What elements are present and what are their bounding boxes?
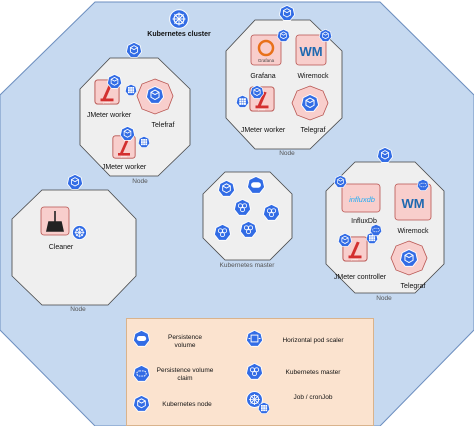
- legend-persistence-volume-claim: Persistence volume claim: [156, 367, 214, 383]
- pod-label-jmeter-worker-3: JMeter worker: [240, 127, 286, 134]
- wiremock-logo: WM: [299, 44, 322, 59]
- cluster-title: Kubernetes cluster: [147, 31, 211, 38]
- grafana-pod[interactable]: [250, 34, 282, 66]
- pod-label-grafana: Grafana: [250, 73, 276, 80]
- grafana-logo-text: Grafana: [258, 58, 275, 63]
- wiremock-logo: WM: [401, 196, 424, 211]
- node-label: Node: [132, 178, 148, 185]
- wiremock-pod[interactable]: [295, 34, 327, 66]
- pod-label-cleaner: Cleaner: [48, 244, 74, 251]
- pod-label-telefraf: Telefraf: [151, 122, 175, 129]
- master-label: Kubernetes master: [219, 262, 275, 269]
- pod-label-jmeter-worker-2: JMeter worker: [101, 164, 147, 171]
- pod-label-influxdb: InfluxDb: [351, 218, 377, 225]
- wiremock-pod-2[interactable]: [394, 183, 432, 221]
- legend-persistence-volume: Persistence volume: [168, 334, 202, 350]
- node-label: Node: [70, 306, 86, 313]
- influxdb-pod[interactable]: [341, 183, 381, 213]
- legend-kubernetes-node: Kubernetes node: [162, 401, 212, 408]
- grafana-logo: [257, 39, 275, 57]
- node-label: Node: [279, 150, 295, 157]
- pod-label-wiremock-2: Wiremock: [397, 228, 429, 235]
- legend-kubernetes-master: Kubernetes master: [285, 369, 341, 376]
- broom-icon: [46, 211, 64, 232]
- influxdb-logo: influxdb: [349, 195, 375, 204]
- pod-label-wiremock: Wiremock: [297, 73, 329, 80]
- legend-horizontal-pod-scaler: Horizontal pod scaler: [282, 337, 344, 344]
- pod-label-jmeter-worker-1: JMeter worker: [86, 112, 132, 119]
- pod-label-telegraf-2: Telegraf: [400, 283, 426, 290]
- legend-job-cronjob: Job / cronJob: [293, 394, 333, 401]
- pod-label-jmeter-controller: JMeter controller: [333, 274, 387, 281]
- pod-label-telegraf: Telegraf: [300, 127, 326, 134]
- node-label: Node: [376, 295, 392, 302]
